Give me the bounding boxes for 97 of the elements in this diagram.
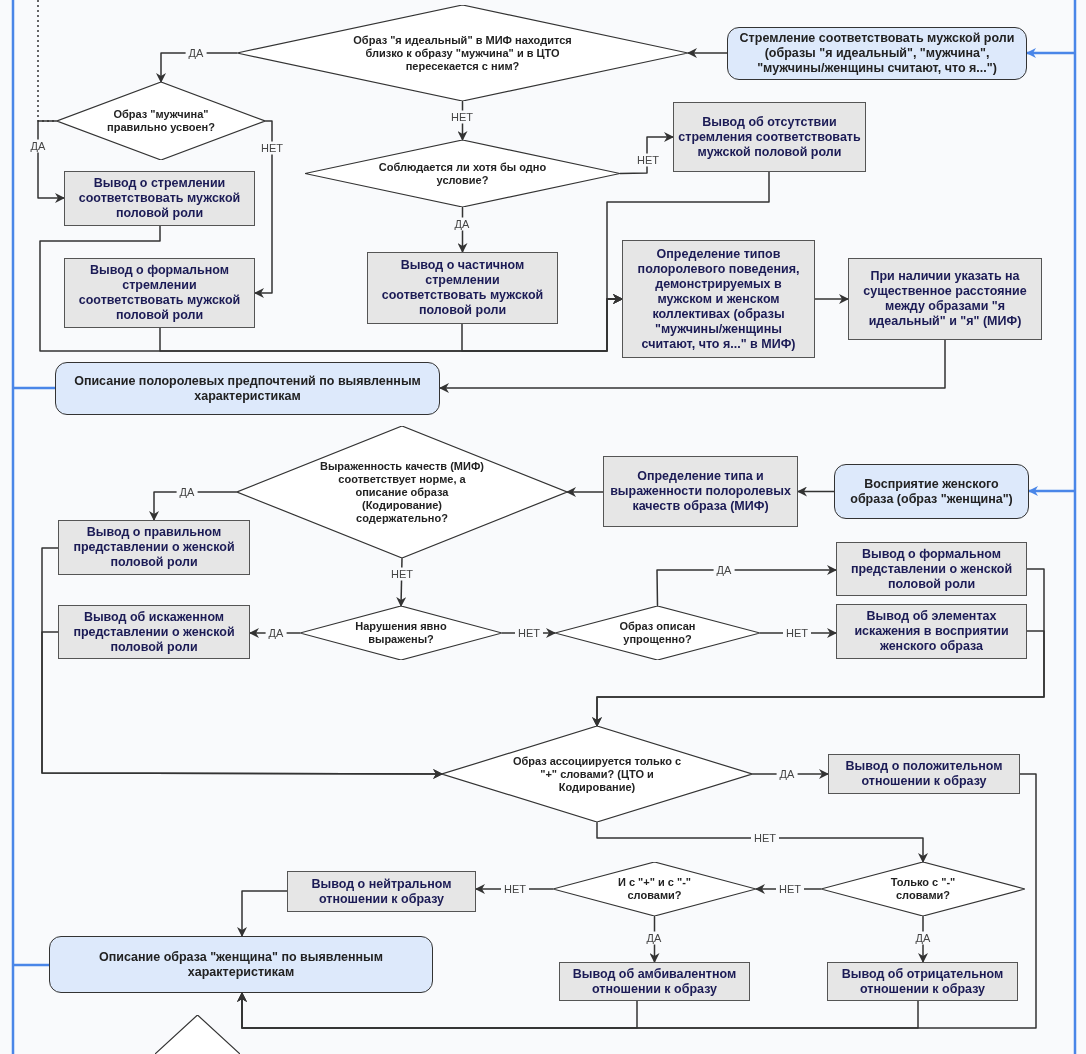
node-text: Описание образа "женщина" по выявленным характеристикам (97, 949, 385, 980)
decision-diamond (237, 426, 567, 558)
connector-line (11, 0, 15, 1054)
edge-label: НЕТ (501, 882, 529, 896)
arrow (1028, 486, 1075, 496)
edge-label: ДА (713, 563, 735, 577)
terminal-box (727, 27, 1027, 80)
process-box (64, 171, 255, 226)
edge-label: ДА (185, 46, 207, 60)
process-box (848, 258, 1042, 340)
arrow (237, 992, 919, 1029)
arrow (1026, 48, 1075, 58)
arrow (461, 294, 623, 352)
node-text: Вывод об элементах искажения в восприятии женского образа (853, 609, 1010, 654)
edge-label: НЕТ (634, 153, 662, 167)
process-box (673, 102, 866, 172)
arrow (814, 294, 849, 304)
terminal-box (55, 362, 440, 415)
node-text: Вывод о нейтральном отношении к образу (310, 876, 453, 907)
process-box (603, 456, 798, 527)
node-text: Только с "-" словами? (889, 876, 957, 902)
node-text: Определение типа и выраженности полоролевых качеств образа (МИФ) (609, 469, 792, 514)
decision-diamond (155, 1015, 240, 1054)
process-box (58, 605, 250, 659)
node-text: И с "+" и с "-" словами? (616, 876, 693, 902)
terminal-box (49, 936, 433, 993)
arrow (457, 206, 468, 253)
arrow (41, 631, 443, 779)
process-box (836, 542, 1027, 596)
process-box (622, 240, 815, 358)
node-text: Вывод об искаженном представлении о женской половой роли (72, 609, 236, 655)
edge-label: НЕТ (448, 110, 476, 124)
process-box (836, 604, 1027, 659)
edge-label: ДА (27, 139, 49, 153)
process-box (58, 520, 250, 575)
node-text: Нарушения явно выражены? (354, 620, 448, 646)
arrow (237, 890, 288, 937)
process-box (287, 871, 476, 912)
node-text: Образ описан упрощенно? (618, 620, 697, 646)
arrow (656, 565, 837, 607)
node-text: Вывод об отрицательном отношении к образу (840, 966, 1005, 997)
edge-label: НЕТ (751, 831, 779, 845)
connector-line (13, 963, 49, 967)
node-text: Описание полоролевых предпочтений по выявленным характеристикам (73, 373, 422, 404)
node-text: Вывод о частичном стремлении соответствовать мужской половой роли (380, 258, 545, 318)
node-text: Соблюдается ли хотя бы одно условие? (377, 160, 548, 187)
terminal-box (834, 464, 1029, 519)
decision-diamond (237, 5, 688, 101)
edge-label: ДА (451, 217, 473, 231)
edge-label: НЕТ (776, 882, 804, 896)
connector-line (13, 386, 55, 390)
edge-label: ДА (176, 485, 198, 499)
node-text: Восприятие женского образа (образ "женщина") (849, 476, 1014, 507)
edge-label: НЕТ (515, 626, 543, 640)
arrow (596, 821, 928, 863)
arrow (149, 491, 238, 521)
process-box (559, 962, 750, 1001)
edge-label: ДА (776, 767, 798, 781)
decision-diamond (553, 862, 756, 916)
process-box (827, 962, 1018, 1001)
edge-label: НЕТ (258, 141, 286, 155)
edge-label: ДА (912, 931, 934, 945)
node-text: Стремление соответствовать мужской роли (образы "я идеальный", "мужчина", "мужчины/женщины считают, что я...") (738, 31, 1016, 76)
node-text: Выраженность качеств (МИФ) соответствует норме, а описание образа (Кодирование) содержательно? (319, 459, 485, 525)
arrow (439, 339, 946, 393)
arrow (797, 486, 835, 497)
decision-diamond (305, 140, 620, 207)
node-text: Образ "я идеальный" в МИФ находится близко к образу "мужчина" и в ЦТО пересекается с ним? (352, 33, 573, 73)
node-text: Образ ассоциируется только с "+" словами? (ЦТО и Кодирование) (512, 754, 682, 794)
node-text: Вывод об отсутствии стремления соответствовать мужской половой роли (678, 114, 861, 160)
edge-label: НЕТ (783, 626, 811, 640)
node-text: Вывод о положительном отношении к образу (844, 759, 1004, 789)
arrow (566, 487, 604, 497)
process-box (367, 252, 558, 324)
node-text: При наличии указать на существенное расстояние между образами "я идеальный" и "я" (МИФ) (862, 269, 1028, 329)
node-text: Вывод о формальном представлении о женской половой роли (849, 546, 1014, 592)
arrow (37, 120, 65, 203)
arrow (687, 48, 728, 58)
decision-diamond (555, 606, 760, 660)
arrow (254, 120, 273, 298)
decision-diamond (442, 726, 752, 822)
decision-diamond (300, 606, 502, 660)
node-text: Вывод о правильном представлении о женской половой роли (72, 525, 236, 570)
decision-diamond (821, 862, 1025, 916)
node-text: Вывод о стремлении соответствовать мужской половой роли (77, 176, 242, 221)
node-text: Образ "мужчина" правильно усвоен? (106, 108, 216, 134)
connector-line (1073, 0, 1077, 1054)
arrow (156, 52, 238, 83)
arrow (592, 630, 1045, 727)
edge-label: НЕТ (388, 567, 416, 581)
process-box (828, 754, 1020, 794)
edge-label: ДА (265, 626, 287, 640)
node-text: Вывод о формальном стремлении соответствовать мужской половой роли (77, 263, 242, 323)
node-text: Вывод об амбивалентном отношении к образу (571, 966, 738, 997)
edge-label: ДА (643, 931, 665, 945)
node-text: Определение типов полоролевого поведения, демонстрируемых в мужском и женском коллективах (образы "мужчины/женщины считают, что я..." в МИФ) (636, 246, 801, 352)
process-box (64, 258, 255, 328)
